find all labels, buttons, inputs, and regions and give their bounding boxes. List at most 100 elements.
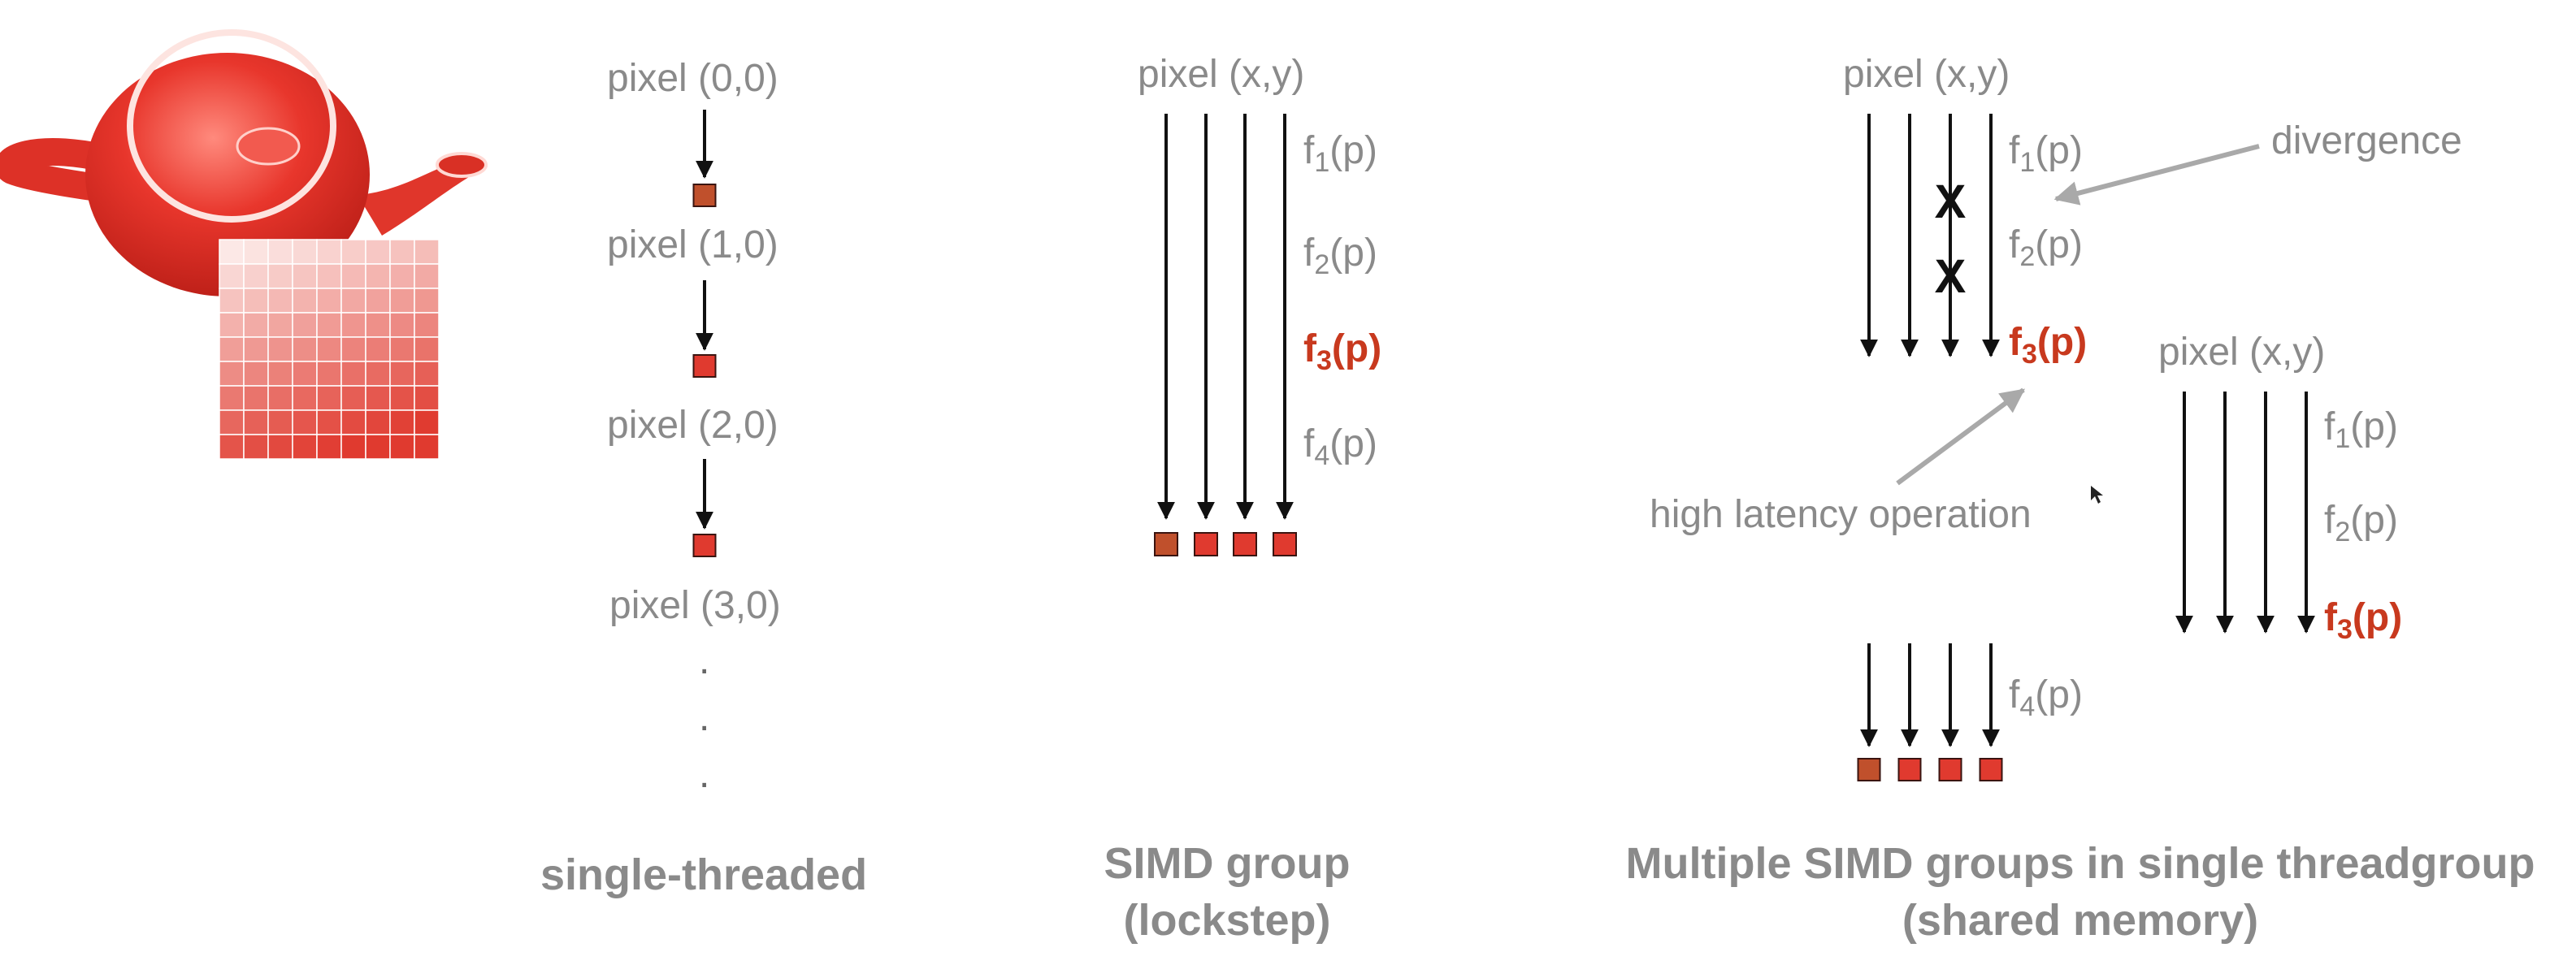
grid-cell [389,312,415,338]
teapot-body [85,53,370,296]
grid-cell [243,312,269,338]
grid-cell [389,409,415,435]
spout-tip [436,152,488,178]
threadgroup-arrows [1857,114,2315,781]
grid-cell [267,239,293,265]
grid-cell [267,336,293,362]
grid-cell [316,409,342,435]
group1-function-f4: f4(p) [2009,673,2083,722]
grid-cell [316,239,342,265]
high-latency-label: high latency operation [1650,493,2032,536]
simd-group-arrows [1154,114,1297,556]
grid-cell [243,434,269,460]
grid-cell [365,239,391,265]
pixel-label-3: pixel (3,0) [609,584,781,627]
group2-function-f2: f2(p) [2324,499,2398,547]
grid-cell [414,288,440,314]
group2-pixel-label: pixel (x,y) [2158,331,2326,374]
grid-cell [340,312,366,338]
grid-cell [414,385,440,411]
grid-cell [243,361,269,387]
grid-cell [316,312,342,338]
grid-cell [340,239,366,265]
grid-cell [292,263,318,289]
grid-cell [267,312,293,338]
grid-cell [292,434,318,460]
mouse-cursor-icon [2091,486,2103,504]
caption-simd-line1: SIMD group [1104,839,1351,888]
grid-cell [414,336,440,362]
teapot-lid [127,29,336,223]
group1-function-f1: f1(p) [2009,129,2083,178]
grid-cell [219,239,245,265]
grid-cell [292,385,318,411]
grid-cell [316,336,342,362]
group1-output-pixel [1938,758,1962,781]
grid-cell [292,336,318,362]
grid-cell [292,239,318,265]
grid-cell [340,409,366,435]
output-pixel [692,534,717,557]
grid-cell [365,385,391,411]
teapot-illustration [0,29,488,460]
divergence-x-mark: X [1935,175,1967,228]
divergence-label: divergence [2271,119,2462,162]
grid-cell [365,361,391,387]
grid-cell [414,434,440,460]
simd-output-pixel [1233,532,1257,556]
simd-function-f4: f4(p) [1303,422,1377,471]
grid-cell [267,288,293,314]
caption-threadgroup: Multiple SIMD groups in single threadgro… [1585,835,2576,949]
grid-cell [243,385,269,411]
simd-pixel-label: pixel (x,y) [1138,53,1305,96]
grid-cell [365,263,391,289]
simd-function-f3: f3(p) [1303,327,1382,376]
pixel-label-1: pixel (1,0) [607,223,778,266]
grid-cell [414,263,440,289]
grid-cell [219,385,245,411]
grid-cell [414,239,440,265]
grid-cell [414,361,440,387]
grid-cell [389,336,415,362]
grid-cell [389,385,415,411]
pixel-label-2: pixel (2,0) [607,404,778,447]
grid-cell [316,434,342,460]
grid-cell [389,239,415,265]
grid-cell [365,288,391,314]
group1-output-pixel [1979,758,2003,781]
latency-pointer-arrow [1896,387,2026,486]
grid-cell [243,336,269,362]
group2-function-f1: f1(p) [2324,405,2398,454]
teapot-spout [358,158,488,236]
grid-cell [389,263,415,289]
grid-cell [389,434,415,460]
group1-pixel-label: pixel (x,y) [1843,53,2010,96]
grid-cell [414,409,440,435]
grid-cell [219,336,245,362]
ellipsis-dot: . [699,753,710,796]
grid-cell [292,288,318,314]
divergence-pointer-arrow [2053,144,2260,206]
grid-cell [340,336,366,362]
grid-cell [365,336,391,362]
output-pixel [692,354,717,378]
grid-cell [340,434,366,460]
grid-cell [292,409,318,435]
grid-cell [219,361,245,387]
ellipsis-dot: . [699,639,710,682]
grid-cell [267,361,293,387]
simd-output-pixel [1194,532,1218,556]
ellipsis-dot: . [699,696,710,739]
simd-output-pixel [1273,532,1297,556]
divergence-x-mark: X [1935,250,1967,303]
grid-cell [316,288,342,314]
grid-cell [292,361,318,387]
grid-cell [340,263,366,289]
grid-cell [292,312,318,338]
grid-cell [340,385,366,411]
grid-cell [340,361,366,387]
grid-cell [365,409,391,435]
teapot-knob [236,127,301,166]
grid-cell [365,312,391,338]
